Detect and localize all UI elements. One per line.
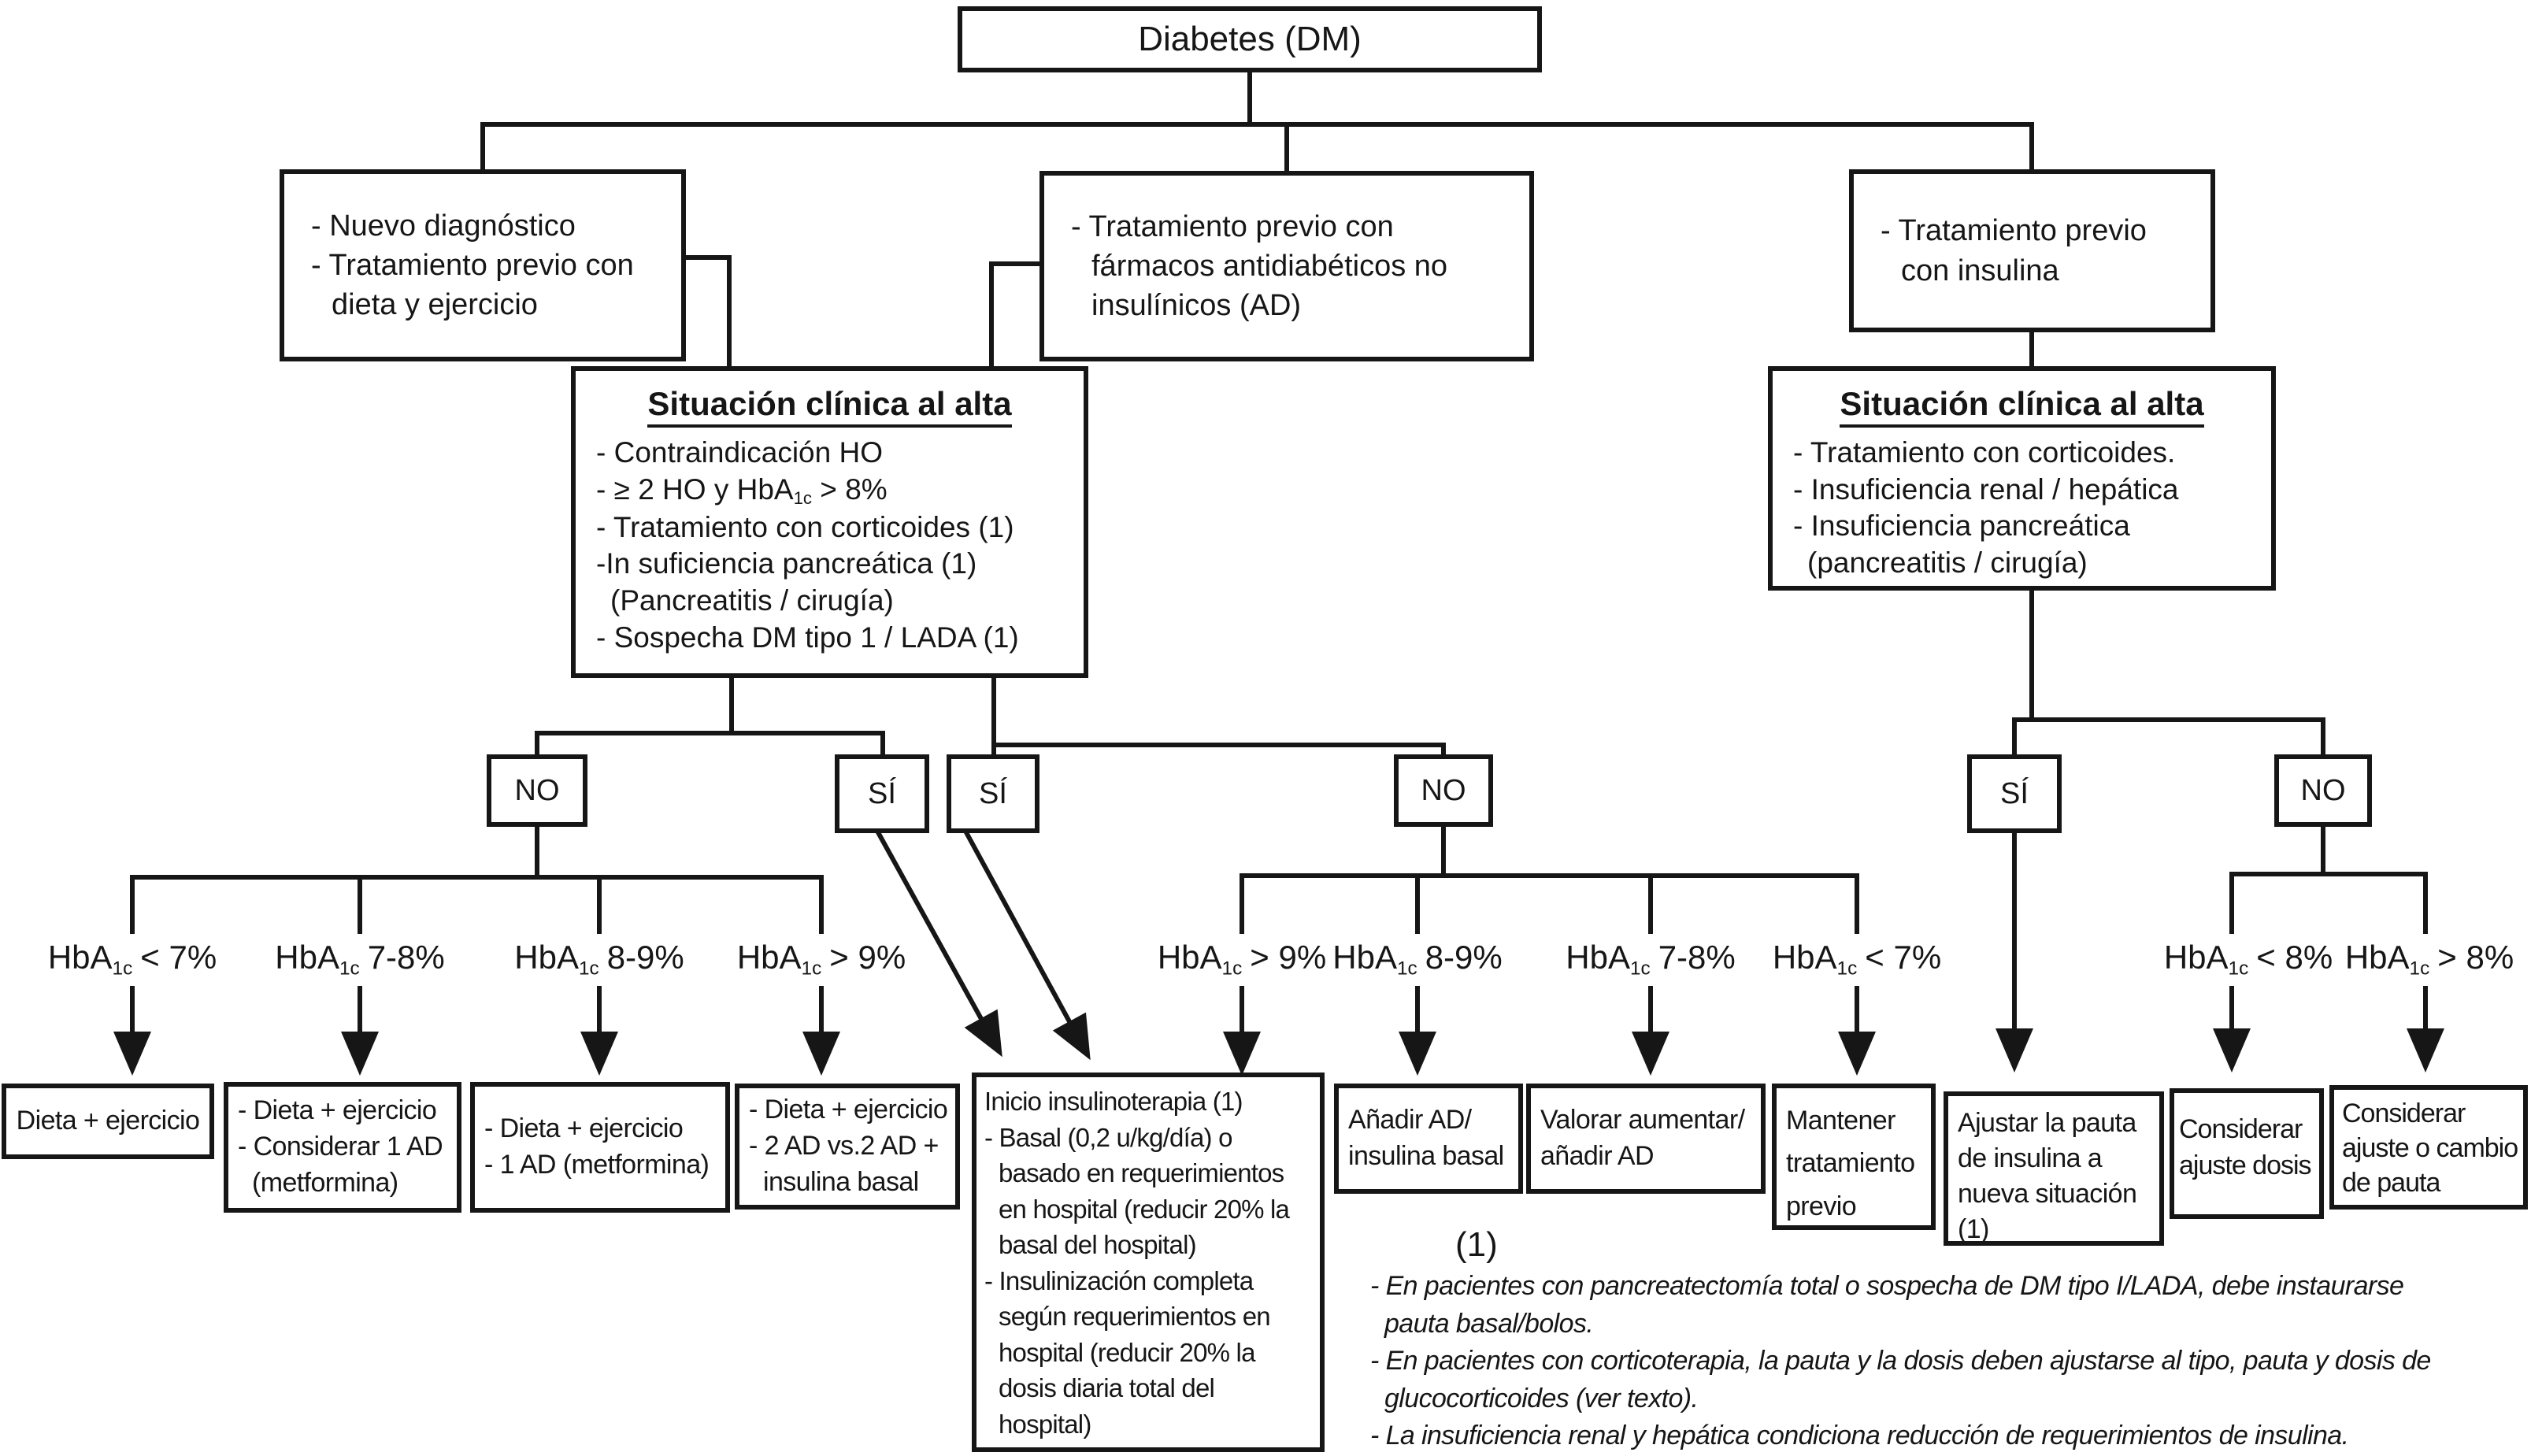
text-line: - ≥ 2 HO y HbA1c > 8% bbox=[596, 472, 888, 508]
node-discharge-situation-left: Situación clínica al alta - Contraindica… bbox=[571, 366, 1088, 678]
node-consider-dose-adjust: Considerar ajuste dosis bbox=[2170, 1088, 2324, 1219]
node-prior-oral-agents: - Tratamiento previo con fármacos antidi… bbox=[1039, 171, 1534, 361]
text-line: tratamiento bbox=[1786, 1148, 1915, 1179]
text-line: Ajustar la pauta bbox=[1958, 1108, 2136, 1138]
label-hba1c-mid-1: HbA1c> 9% bbox=[1157, 939, 1327, 980]
text-line: insulínicos (AD) bbox=[1091, 289, 1302, 323]
text-line: ajuste dosis bbox=[2179, 1150, 2312, 1180]
text-line: Considerar bbox=[2179, 1114, 2303, 1144]
text-line: dieta y ejercicio bbox=[332, 288, 538, 322]
decision-no-right: NO bbox=[2274, 754, 2372, 827]
text-line: - Tratamiento previo con bbox=[1071, 209, 1394, 243]
text-line: - Insulinización completa bbox=[984, 1265, 1254, 1295]
text-line: - Sospecha DM tipo 1 / LADA (1) bbox=[596, 621, 1019, 654]
text-line: Mantener bbox=[1786, 1106, 1895, 1136]
text-line: (1) bbox=[1958, 1213, 1989, 1244]
text-line: hospital) bbox=[999, 1409, 1091, 1439]
label-hba1c-left-1: HbA1c< 7% bbox=[47, 939, 217, 980]
text-line: fármacos antidiabéticos no bbox=[1091, 249, 1448, 283]
text-line: nueva situación bbox=[1958, 1178, 2137, 1209]
node-diet-2ad-insulin: - Dieta + ejercicio - 2 AD vs.2 AD + ins… bbox=[735, 1084, 960, 1210]
text-line: - Tratamiento con corticoides (1) bbox=[596, 510, 1014, 543]
footnote-line: glucocorticoides (ver texto). bbox=[1384, 1383, 1699, 1413]
connector-lines bbox=[130, 72, 2428, 934]
text-line: añadir AD bbox=[1540, 1141, 1655, 1171]
text-line: (pancreatitis / cirugía) bbox=[1807, 546, 2088, 579]
text-line: Valorar aumentar/ bbox=[1540, 1105, 1745, 1136]
arrow-lines bbox=[113, 824, 2444, 1076]
node-consider-regimen-change: Considerar ajuste o cambio de pauta bbox=[2329, 1085, 2528, 1210]
node-diabetes: Diabetes (DM) bbox=[958, 6, 1542, 72]
text-line: con insulina bbox=[1901, 254, 2059, 287]
text-line: - Tratamiento previo con bbox=[311, 248, 634, 282]
node-diet-exercise: Dieta + ejercicio bbox=[2, 1084, 214, 1159]
text-line: - Tratamiento con corticoides. bbox=[1793, 435, 2176, 469]
text-line: - 1 AD (metformina) bbox=[484, 1150, 710, 1180]
text-line: Inicio insulinoterapia (1) bbox=[984, 1087, 1243, 1116]
text-line: dosis diaria total del bbox=[999, 1373, 1215, 1403]
decision-no-left: NO bbox=[487, 754, 587, 827]
text-line: previo bbox=[1786, 1191, 1857, 1221]
node-start-insulin-therapy: Inicio insulinoterapia (1) - Basal (0,2 … bbox=[972, 1073, 1325, 1452]
footnote-line: - En pacientes con corticoterapia, la pa… bbox=[1370, 1346, 2431, 1376]
text-line: - Nuevo diagnóstico bbox=[311, 209, 576, 243]
footnote-line: pauta basal/bolos. bbox=[1384, 1308, 1594, 1339]
decision-no-mid: NO bbox=[1394, 754, 1493, 827]
subscript: 1c bbox=[793, 487, 813, 508]
label-hba1c-mid-4: HbA1c< 7% bbox=[1772, 939, 1942, 980]
text-line: Considerar bbox=[2342, 1098, 2466, 1128]
text-line: ajuste o cambio bbox=[2342, 1133, 2518, 1164]
node-diet-consider-1ad: - Dieta + ejercicio - Considerar 1 AD (m… bbox=[224, 1082, 461, 1213]
label-hba1c-right-1: HbA1c< 8% bbox=[2163, 939, 2333, 980]
text-line: basal del hospital) bbox=[999, 1230, 1197, 1260]
text-line: basado en requerimientos bbox=[999, 1158, 1284, 1188]
decision-si-left: SÍ bbox=[835, 754, 929, 833]
text-line: - Dieta + ejercicio bbox=[749, 1095, 948, 1125]
text-line: insulina basal bbox=[763, 1166, 919, 1197]
node-keep-previous-treatment: Mantener tratamiento previo bbox=[1772, 1084, 1936, 1230]
decision-si-mid: SÍ bbox=[947, 754, 1039, 833]
text-line: de pauta bbox=[2342, 1168, 2440, 1199]
text-line: hospital (reducir 20% la bbox=[999, 1337, 1255, 1367]
text-line: de insulina a bbox=[1958, 1143, 2103, 1173]
text-line: - Tratamiento previo bbox=[1881, 214, 2147, 248]
text-line: en hospital (reducir 20% la bbox=[999, 1194, 1290, 1224]
text-line: - Basal (0,2 u/kg/día) o bbox=[984, 1122, 1232, 1152]
text-line: - Dieta + ejercicio bbox=[238, 1095, 437, 1126]
node-diet-1ad-metformin: - Dieta + ejercicio - 1 AD (metformina) bbox=[470, 1082, 730, 1213]
text-line: (Pancreatitis / cirugía) bbox=[610, 584, 894, 617]
decision-si-right: SÍ bbox=[1967, 754, 2062, 833]
footnote-line: - En pacientes con pancreatectomía total… bbox=[1370, 1271, 2404, 1301]
text-line: - Insuficiencia renal / hepática bbox=[1793, 472, 2179, 506]
node-adjust-insulin-regimen: Ajustar la pauta de insulina a nueva sit… bbox=[1944, 1091, 2164, 1246]
node-prior-insulin: - Tratamiento previo con insulina bbox=[1849, 169, 2215, 332]
footnote: - En pacientes con pancreatectomía total… bbox=[1370, 1268, 2431, 1455]
node-discharge-situation-right: Situación clínica al alta - Tratamiento … bbox=[1768, 366, 2276, 591]
text-line: - Insuficiencia pancreática bbox=[1793, 509, 2130, 543]
footnote-line: - La insuficiencia renal y hepática cond… bbox=[1370, 1421, 2349, 1451]
text-line: (metformina) bbox=[252, 1167, 398, 1198]
label-hba1c-left-4: HbA1c> 9% bbox=[736, 939, 906, 980]
label-hba1c-right-2: HbA1c> 8% bbox=[2344, 939, 2514, 980]
text-line: - 2 AD vs.2 AD + bbox=[749, 1131, 939, 1161]
text-line: - Dieta + ejercicio bbox=[484, 1113, 684, 1144]
text-line: Añadir AD/ bbox=[1348, 1105, 1472, 1136]
text-line: - Contraindicación HO bbox=[596, 435, 883, 469]
node-add-ad-basal-insulin: Añadir AD/ insulina basal bbox=[1334, 1084, 1523, 1194]
text-line: insulina basal bbox=[1348, 1141, 1504, 1171]
section-title: Situación clínica al alta bbox=[1793, 383, 2251, 428]
footnote-marker: (1) bbox=[1455, 1225, 1498, 1264]
section-title: Situación clínica al alta bbox=[596, 383, 1063, 428]
node-new-diagnosis: - Nuevo diagnóstico - Tratamiento previo… bbox=[280, 169, 686, 361]
text-line: - Considerar 1 AD bbox=[238, 1132, 443, 1162]
text-line: -In suficiencia pancreática (1) bbox=[596, 547, 977, 580]
node-increase-add-ad: Valorar aumentar/ añadir AD bbox=[1526, 1084, 1766, 1194]
text-line: según requerimientos en bbox=[999, 1302, 1271, 1332]
